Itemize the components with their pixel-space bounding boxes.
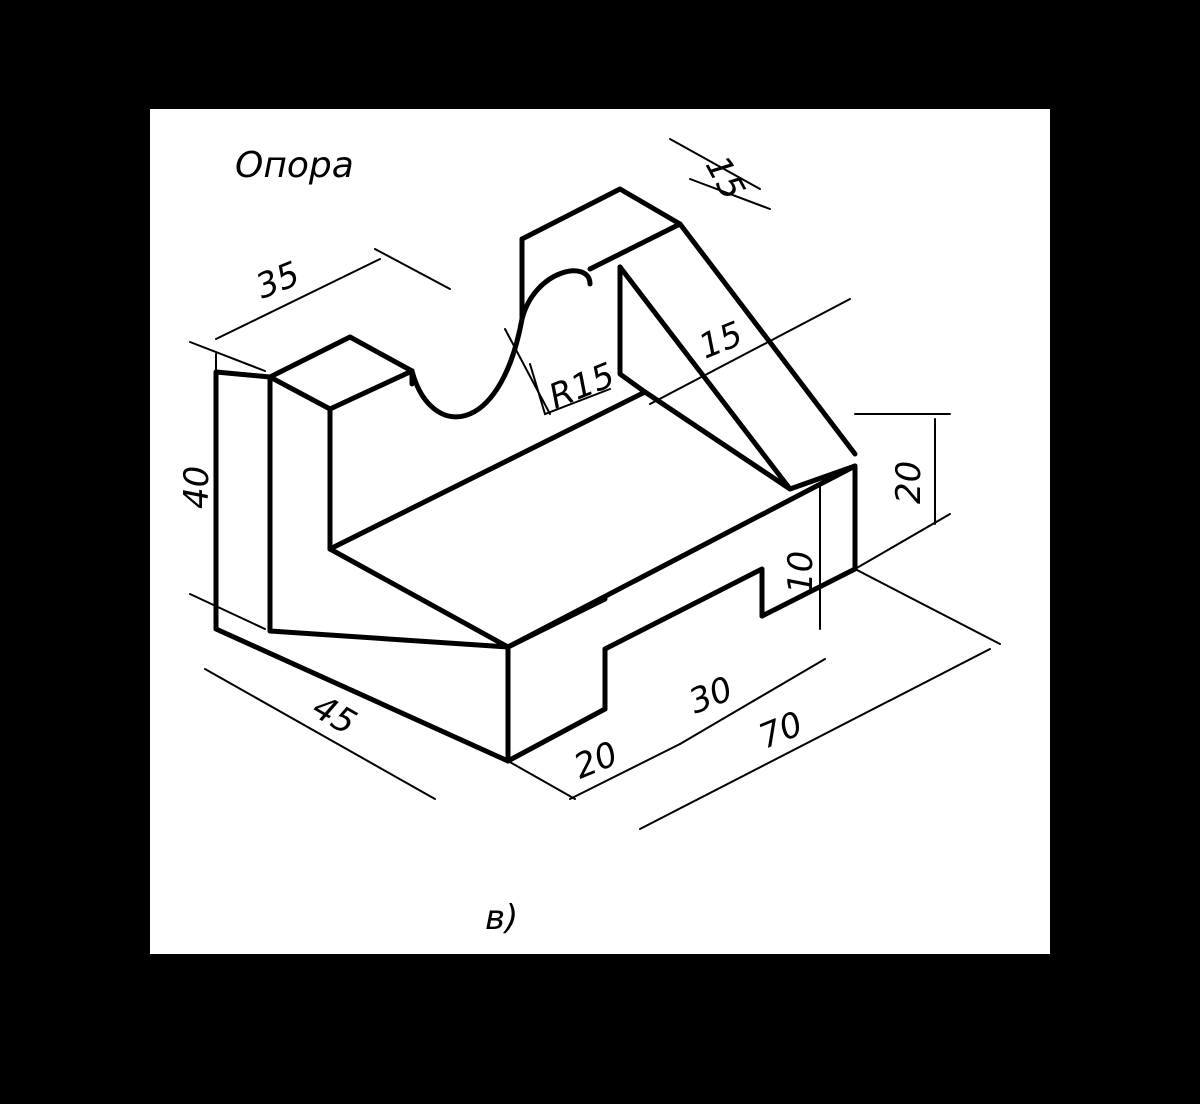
dim-45-label: 45 <box>306 687 363 743</box>
base-top-right-edge <box>505 463 858 650</box>
left-wall-top-back <box>267 334 415 380</box>
part-outline <box>213 186 858 764</box>
figure-caption: в) <box>485 898 518 938</box>
back-wall-top <box>519 186 683 272</box>
back-wall-right-vertical <box>617 264 648 395</box>
left-wall-top-face <box>213 369 333 552</box>
semicircle-cut <box>409 316 525 420</box>
dim-20-right-label: 20 <box>889 461 929 504</box>
drawing-title: Опора <box>235 145 354 186</box>
cutout-edge <box>505 566 765 764</box>
dim-70-label: 70 <box>753 704 808 757</box>
dim-20-bottom-label: 20 <box>568 734 623 787</box>
left-wall-front-edge <box>213 369 608 764</box>
semicircle-cut-back <box>519 268 593 322</box>
rib-back-edge <box>677 221 858 457</box>
dim-10-label: 10 <box>781 551 821 594</box>
drawing-sheet: Опора 35 15 R15 15 40 20 10 45 30 20 70 … <box>150 109 1050 954</box>
isometric-drawing: Опора 35 15 R15 15 40 20 10 45 30 20 70 … <box>177 138 1001 938</box>
rib-edge <box>617 264 793 492</box>
left-wall-step <box>327 368 415 412</box>
base-top-back-edge <box>327 389 648 552</box>
dimension-lines <box>189 138 1001 830</box>
dim-40-label: 40 <box>177 466 217 509</box>
dim-15-rib-label: 15 <box>693 314 748 367</box>
base-front-edge <box>267 628 511 650</box>
base-top-front-edge <box>327 546 511 650</box>
